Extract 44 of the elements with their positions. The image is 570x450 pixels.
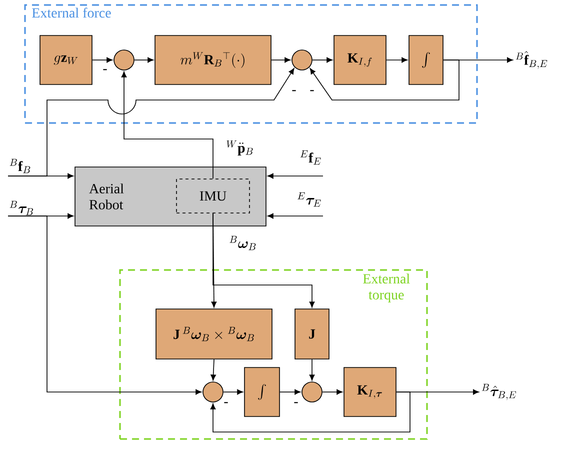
edge-label: - xyxy=(103,69,107,70)
arrow xyxy=(134,57,154,63)
edge-label: - xyxy=(224,402,228,404)
arrow xyxy=(267,173,324,179)
block-box: $g\mathbf{z}_W$ xyxy=(40,35,92,85)
edge-label: ${}^B\boldsymbol{\omega}_B$ xyxy=(230,236,256,250)
edge-label: - xyxy=(292,90,296,92)
summing-junction xyxy=(202,382,224,402)
block-box: $\mathbf{J}$ xyxy=(294,308,330,360)
summing-junction xyxy=(302,382,322,402)
arrow xyxy=(121,71,214,179)
arrow xyxy=(210,359,216,381)
arrow xyxy=(309,359,315,381)
arrow xyxy=(280,389,301,395)
arrow xyxy=(8,216,202,395)
arrow xyxy=(386,57,408,63)
block-box: $\mathbf{J}\,{}^B\boldsymbol{\omega}_B\times{}^B\boldsymbol{\omega}_B$ xyxy=(156,308,272,360)
signal-label: ${}^E\boldsymbol{\tau}_E$ xyxy=(298,192,321,207)
block-box: $\mathbf{K}_{I,f}$ xyxy=(334,35,386,85)
arrow xyxy=(267,213,324,219)
sensor-box: IMU xyxy=(176,178,250,214)
signal-label: ${}^B\hat{\boldsymbol{\tau}}_{B,E}$ xyxy=(482,384,516,400)
signal-label: ${}^E\mathbf{f}_E$ xyxy=(300,150,321,165)
arrow xyxy=(271,57,291,63)
block-box: $\int$ xyxy=(244,367,280,417)
block-box: $\mathbf{K}_{I,\boldsymbol{\tau}}$ xyxy=(344,367,396,417)
summing-junction xyxy=(114,50,134,70)
arrow xyxy=(92,57,113,63)
arrow xyxy=(310,60,460,100)
edge-label: ${}^W\ddot{\mathbf{p}}_B$ xyxy=(226,140,253,156)
signal-label: ${}^B\boldsymbol{\tau}_B$ xyxy=(10,200,34,216)
edge-label: - xyxy=(294,402,298,404)
arrow xyxy=(212,213,315,308)
block-box: $m^W\mathbf{R}_B{}^{\top}(\cdot)$ xyxy=(154,35,272,85)
arrow xyxy=(223,389,244,395)
signal-label: ${}^B\hat{\mathbf{f}}_{B,E}$ xyxy=(516,51,548,69)
block-box: $\int$ xyxy=(408,35,444,85)
arrow xyxy=(8,68,294,176)
signal-label: ${}^B\mathbf{f}_B$ xyxy=(10,158,30,174)
arrow xyxy=(322,389,343,395)
edge-label: - xyxy=(310,90,314,92)
arrow xyxy=(312,57,333,63)
summing-junction xyxy=(292,50,312,70)
arrow xyxy=(210,392,410,432)
